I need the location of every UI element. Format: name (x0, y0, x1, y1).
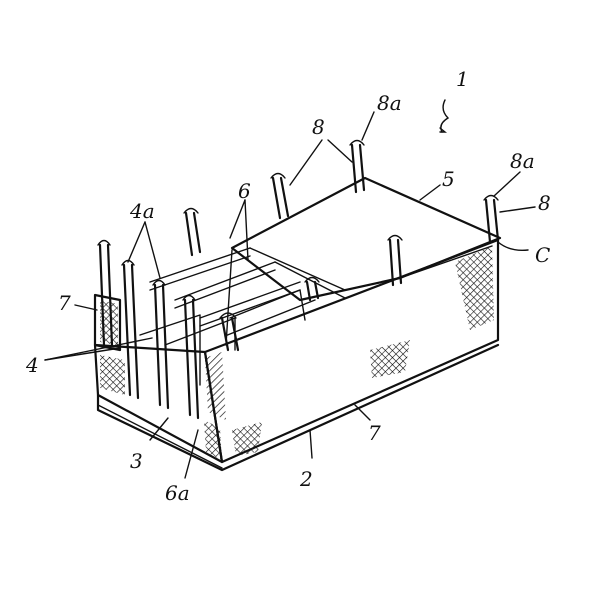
cover-panel (230, 176, 502, 302)
label-8a-top: 8a (377, 91, 402, 115)
post (388, 238, 395, 287)
post (220, 316, 230, 352)
label-5: 5 (442, 167, 455, 191)
post (183, 298, 192, 417)
post (350, 143, 358, 194)
post (305, 280, 312, 302)
label-1: 1 (456, 67, 469, 91)
reference-labels: 1 8 8a 8a 8 5 C 6 4a 7 4 3 6a 2 7 (25, 67, 551, 505)
post (271, 176, 282, 220)
label-4: 4 (25, 353, 39, 377)
label-2: 2 (299, 467, 313, 491)
label-C: C (535, 243, 550, 267)
leader-lines (44, 99, 536, 479)
label-3: 3 (130, 449, 143, 473)
front-end-wall (93, 343, 224, 464)
label-6: 6 (238, 179, 251, 203)
post (122, 263, 132, 397)
label-4a: 4a (129, 199, 155, 223)
posts (97, 139, 500, 420)
post (98, 243, 106, 347)
box-body (93, 176, 502, 472)
label-7-left: 7 (58, 291, 71, 315)
post (184, 211, 194, 257)
label-8-top: 8 (312, 115, 325, 139)
post (153, 283, 162, 407)
label-8a-right: 8a (510, 149, 535, 173)
label-8-right: 8 (538, 191, 551, 215)
label-7-front: 7 (368, 421, 381, 445)
base-edge (96, 343, 500, 472)
post (484, 198, 492, 244)
dividers (139, 247, 346, 386)
label-6a: 6a (165, 481, 190, 505)
left-end-wall (93, 293, 122, 352)
